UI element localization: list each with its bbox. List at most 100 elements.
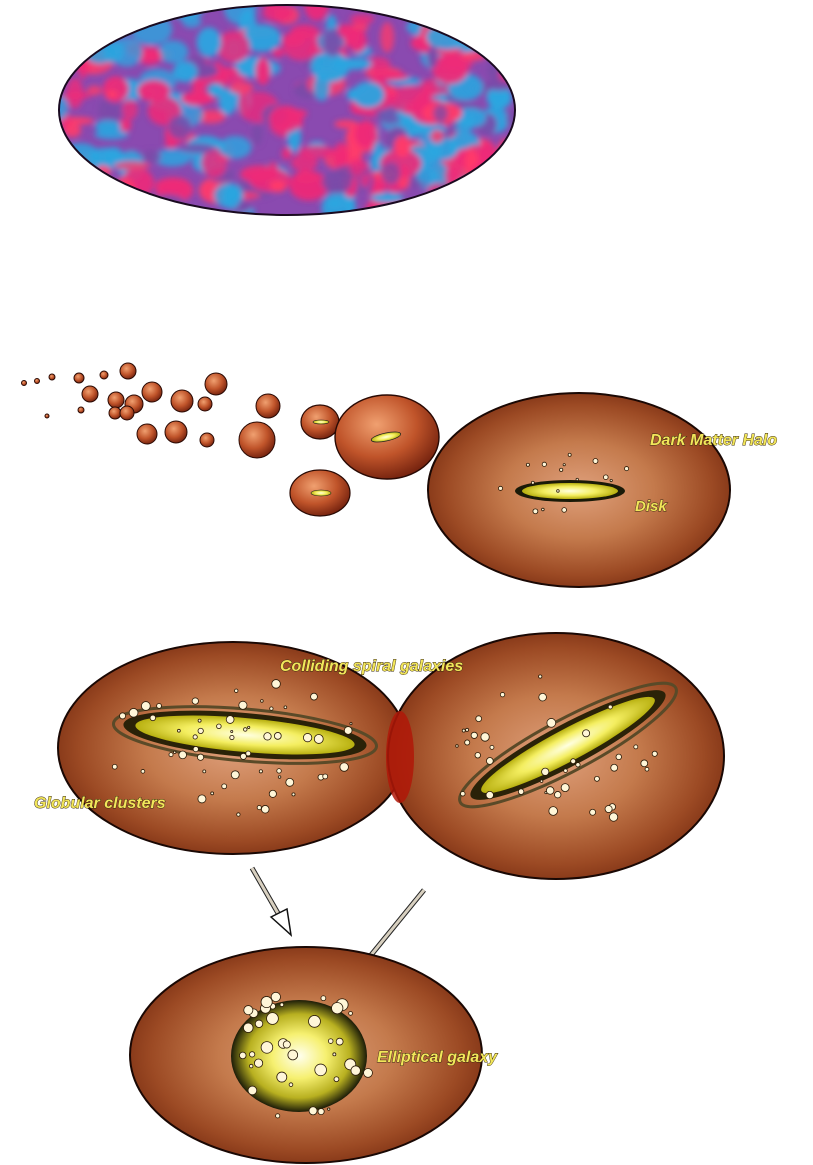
globular-cluster-dot [276,1114,280,1118]
cmb-fluctuation [464,149,478,178]
cmb-fluctuation [109,25,132,34]
globular-cluster-dot [328,1039,333,1044]
globular-cluster-dot [344,727,352,735]
globular-cluster-dot [461,792,466,797]
cmb-fluctuation [433,104,448,122]
globular-cluster-dot [652,751,657,756]
globular-cluster-dot [303,733,311,741]
globular-cluster-dot [321,996,326,1001]
cmb-fluctuation [158,40,188,63]
globular-cluster-dot [490,745,494,749]
cmb-fluctuation [372,72,409,80]
globular-cluster-dot [539,693,547,701]
cmb-fluctuation [114,161,150,170]
globular-cluster-dot [193,746,198,751]
merging-halo-blobs [22,363,281,458]
cmb-fluctuation [58,53,70,61]
globular-cluster-dot [141,769,145,773]
globular-cluster-dot [248,1086,257,1095]
globular-cluster-dot [334,1077,339,1082]
cmb-fluctuation [299,145,336,158]
globular-cluster-dot [560,468,563,471]
globular-cluster-dot [333,1053,336,1056]
globular-cluster-dot [332,1002,343,1013]
globular-cluster-dot [641,760,648,767]
cmb-fluctuation [74,170,105,193]
cmb-fluctuation [222,183,241,209]
cmb-fluctuation [181,143,216,153]
globular-cluster-dot [542,768,549,775]
globular-cluster-dot [259,770,262,773]
cmb-fluctuation [394,136,411,158]
proto-galaxy-blob [45,414,49,418]
globular-cluster-dot [471,732,477,738]
medium-halo-3 [335,395,439,479]
globular-cluster-dot [498,486,502,490]
globular-cluster-dot [563,464,565,466]
globular-cluster-dot [267,1013,279,1025]
globular-cluster-dot [278,776,281,779]
proto-galaxy-blob [82,386,98,402]
medium-halo-1 [301,405,339,439]
elliptical-galaxy-label: Elliptical galaxy [377,1049,498,1066]
cmb-fluctuation [219,89,237,115]
globular-cluster-dot [249,1064,253,1068]
cmb-fluctuation [350,14,375,24]
merger-arrow-left [252,868,291,935]
cmb-fluctuation [501,41,511,54]
globular-cluster-dot [557,490,560,493]
cmb-fluctuation [68,183,105,204]
proto-galaxy-blob [120,406,134,420]
globular-cluster-dot [349,1012,353,1016]
cmb-fluctuation [416,168,438,184]
cmb-fluctuation [181,92,214,106]
cmb-fluctuation [168,115,191,139]
globular-cluster-dot [465,740,470,745]
globular-cluster-dot [533,509,538,514]
globular-cluster-dot [261,805,269,813]
globular-cluster-dot [526,463,529,466]
globular-cluster-dot [323,774,328,779]
cmb-fluctuation [138,80,170,101]
cmb-fluctuation [78,51,89,79]
proto-galaxy-blob [120,363,136,379]
cmb-fluctuation [270,180,287,192]
globular-cluster-dot [546,787,554,795]
globular-cluster-dot [129,708,138,717]
cmb-fluctuation [54,21,82,43]
globular-cluster-dot [462,729,465,732]
cmb-fluctuation [217,31,250,63]
cmb-fluctuation [86,10,110,40]
globular-cluster-dot [456,745,459,748]
globular-cluster-dot [271,992,280,1001]
globular-cluster-dot [481,733,489,741]
globular-cluster-dot [594,776,599,781]
cmb-fluctuation [323,28,342,56]
globular-cluster-dot [542,462,546,466]
globular-cluster-dot [237,813,240,816]
cmb-fluctuation [252,122,262,145]
cmb-fluctuation [486,180,502,193]
globular-cluster-dot [254,1059,262,1067]
globular-cluster-dot [284,706,287,709]
cmb-fluctuation [148,194,188,219]
globular-cluster-dot [311,693,318,700]
globular-cluster-dot [211,792,214,795]
globular-cluster-dot [230,735,234,739]
globular-cluster-dot [197,754,203,760]
globular-cluster-dot [198,795,206,803]
cmb-fluctuation [445,0,479,23]
cmb-fluctuation [230,82,254,94]
globular-cluster-dot [309,1015,321,1027]
globular-cluster-dot [351,1066,360,1075]
cmb-fluctuation [479,0,513,22]
proto-galaxy-blob [74,373,84,383]
globular-cluster-dot [625,467,629,471]
cmb-fluctuation [82,15,115,39]
globular-cluster-dot [280,1003,284,1007]
cmb-fluctuation [95,120,122,133]
globular-cluster-dot [554,791,560,797]
cmb-fluctuation [430,130,443,143]
cmb-fluctuation [134,0,162,24]
globular-cluster-dot [318,1108,324,1114]
